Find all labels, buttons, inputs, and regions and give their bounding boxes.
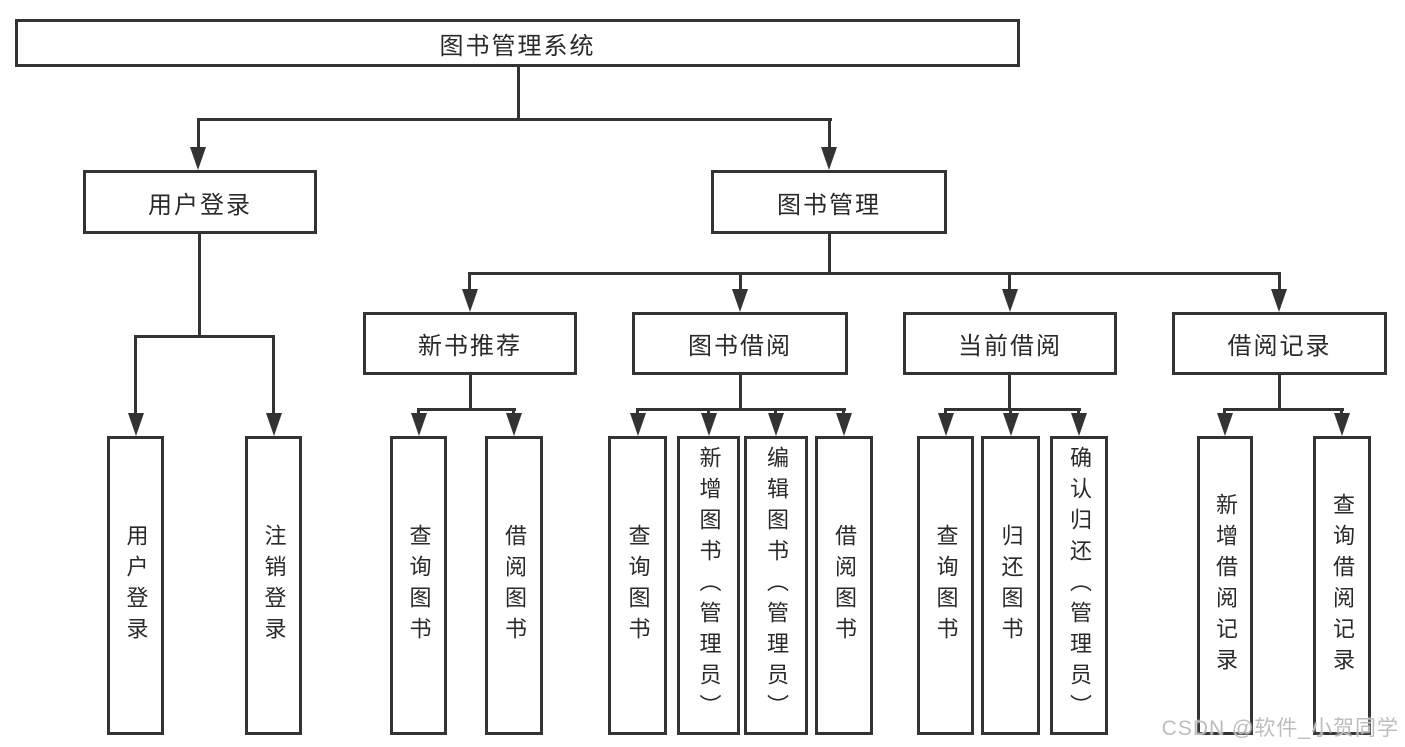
arrow-down-icon [462, 289, 478, 312]
leaf-borrow-books-1: 借阅图书 [485, 436, 543, 735]
leaf-query-books-1: 查询图书 [390, 436, 447, 735]
leaf-return-books: 归还图书 [981, 436, 1040, 735]
leaf-query-borrow-record: 查询借阅记录 [1313, 436, 1371, 735]
connector-line [198, 234, 201, 335]
connector-line [739, 375, 742, 408]
node-current-borrow: 当前借阅 [903, 312, 1117, 375]
arrow-down-icon [768, 413, 784, 436]
leaf-label: 归还图书 [998, 523, 1024, 648]
leaf-label: 借阅图书 [832, 523, 857, 648]
leaf-add-borrow-record: 新增借阅记录 [1197, 436, 1253, 735]
connector-line [739, 272, 742, 290]
connector-line [828, 234, 831, 272]
connector-line [197, 118, 832, 121]
arrow-down-icon [506, 413, 522, 436]
leaf-label: 注销登录 [261, 523, 287, 648]
arrow-down-icon [1003, 413, 1019, 436]
connector-line [1077, 408, 1080, 416]
connector-line [707, 408, 710, 416]
leaf-label: 借阅图书 [502, 523, 527, 648]
arrow-down-icon [128, 413, 144, 436]
connector-line [828, 118, 831, 150]
leaf-query-books-3: 查询图书 [917, 436, 974, 735]
connector-line [272, 335, 275, 413]
connector-line [134, 335, 137, 413]
leaf-borrow-books-2: 借阅图书 [815, 436, 873, 735]
leaf-label: 查询图书 [933, 523, 959, 648]
leaf-user-login: 用户登录 [107, 436, 164, 735]
connector-line [417, 408, 420, 416]
connector-line [469, 375, 472, 408]
leaf-label: 确认归还（管理员） [1067, 446, 1092, 725]
connector-line [468, 272, 471, 290]
leaf-label: 用户登录 [123, 523, 149, 648]
arrow-down-icon [1217, 413, 1233, 436]
leaf-label: 新增借阅记录 [1213, 492, 1238, 679]
connector-line [1009, 408, 1012, 416]
arrow-down-icon [732, 289, 748, 312]
leaf-query-books-2: 查询图书 [608, 436, 667, 735]
watermark-csdn: CSDN @软件_小贺同学 [1161, 717, 1399, 740]
connector-line [636, 408, 639, 416]
connector-line [842, 408, 845, 416]
arrow-down-icon [1334, 413, 1350, 436]
connector-line [1223, 408, 1344, 411]
connector-line [134, 335, 275, 338]
node-new-book-rec: 新书推荐 [363, 312, 577, 375]
arrow-down-icon [821, 147, 837, 170]
connector-line [944, 408, 1081, 411]
leaf-edit-books-admin: 编辑图书（管理员） [744, 436, 808, 735]
arrow-down-icon [1002, 289, 1018, 312]
connector-line [1223, 408, 1226, 416]
connector-line [468, 272, 1281, 275]
connector-line [417, 408, 516, 411]
leaf-confirm-return-admin: 确认归还（管理员） [1050, 436, 1108, 735]
connector-line [1008, 272, 1011, 290]
node-borrow-records: 借阅记录 [1172, 312, 1387, 375]
leaf-add-books-admin: 新增图书（管理员） [677, 436, 740, 735]
arrow-down-icon [1271, 289, 1287, 312]
leaf-label: 查询借阅记录 [1330, 492, 1355, 679]
connector-line [517, 67, 520, 120]
node-book-borrow: 图书借阅 [632, 312, 848, 375]
arrow-down-icon [630, 413, 646, 436]
leaf-label: 查询图书 [406, 523, 432, 648]
connector-line [636, 408, 846, 411]
arrow-down-icon [1071, 413, 1087, 436]
node-user-login: 用户登录 [83, 170, 317, 234]
node-book-mgmt: 图书管理 [711, 170, 947, 234]
connector-line [1008, 375, 1011, 408]
arrow-down-icon [701, 413, 717, 436]
arrow-down-icon [411, 413, 427, 436]
arrow-down-icon [266, 413, 282, 436]
arrow-down-icon [938, 413, 954, 436]
arrow-down-icon [190, 147, 206, 170]
connector-line [944, 408, 947, 416]
connector-line [1340, 408, 1343, 416]
leaf-label: 查询图书 [625, 523, 651, 648]
connector-line [1278, 272, 1281, 290]
connector-line [1278, 375, 1281, 408]
arrow-down-icon [836, 413, 852, 436]
connector-line [512, 408, 515, 416]
leaf-label: 新增图书（管理员） [696, 446, 722, 725]
leaf-logout: 注销登录 [245, 436, 302, 735]
connector-line [197, 118, 200, 150]
connector-line [774, 408, 777, 416]
node-root: 图书管理系统 [15, 19, 1020, 67]
leaf-label: 编辑图书（管理员） [764, 446, 789, 725]
